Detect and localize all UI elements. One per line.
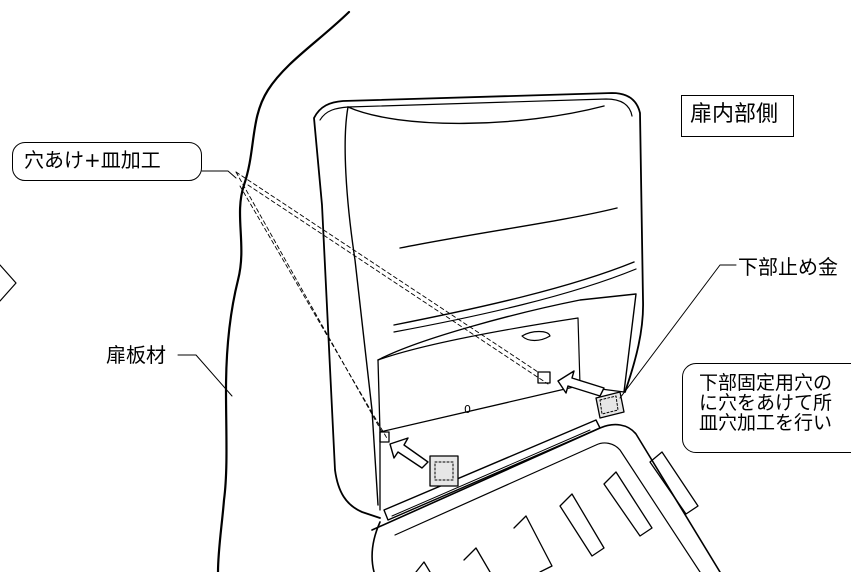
top-slot	[521, 330, 551, 342]
floor-back-edge	[379, 385, 625, 433]
hole-right	[537, 371, 551, 384]
housing-outer	[313, 92, 644, 519]
front-line-1	[399, 207, 618, 249]
door-panel-edge	[216, 10, 351, 572]
housing-inner-edge	[319, 98, 633, 121]
opening-top	[377, 293, 637, 393]
hinge-strip-inner	[391, 429, 591, 517]
right-stopper-plate	[595, 391, 625, 419]
left-stopper-hole	[434, 461, 454, 481]
lower-fixing-note: 下部固定用穴の に穴をあけて所 皿穴加工を行い	[682, 363, 851, 453]
left-stopper-plate	[429, 455, 459, 487]
housing-side	[344, 106, 379, 506]
leader-drill	[201, 170, 237, 179]
open-door	[371, 423, 721, 572]
housing-front-curve	[347, 105, 605, 125]
hole-left	[379, 431, 390, 443]
door-rib-2	[513, 515, 553, 572]
bottom-mark-label: 0	[464, 403, 471, 416]
projection-line-3	[247, 184, 549, 385]
note-line: 皿穴加工を行い	[699, 412, 833, 434]
front-line-2	[393, 261, 635, 326]
door-rib-3	[559, 493, 605, 557]
right-stopper-hole	[599, 395, 619, 415]
door-panel-material-label: 扉板材	[106, 343, 166, 367]
door-rib-1	[463, 547, 491, 572]
door-inner-side-label: 扉内部側	[681, 95, 794, 137]
open-door-inner	[394, 442, 701, 572]
note-line: に穴をあけて所	[699, 392, 833, 414]
drill-countersink-label: 穴あけ+皿加工	[12, 142, 202, 181]
front-line-3	[393, 268, 637, 333]
pointer-arrow-right-hole	[557, 370, 605, 397]
projection-line-4	[239, 185, 389, 441]
left-arrow-fragment	[0, 264, 17, 302]
lower-stopper-label: 下部止め金	[738, 255, 838, 279]
door-rib-4	[603, 471, 653, 537]
opening-inner	[377, 317, 581, 386]
leader-panel-material	[177, 354, 233, 397]
note-line: 下部固定用穴の	[699, 372, 833, 394]
leader-lower-stopper	[619, 264, 737, 399]
projection-line-1	[235, 171, 539, 373]
pointer-arrow-left-hole	[389, 437, 429, 469]
door-rib-6	[415, 561, 431, 572]
door-rib-5	[649, 451, 699, 515]
